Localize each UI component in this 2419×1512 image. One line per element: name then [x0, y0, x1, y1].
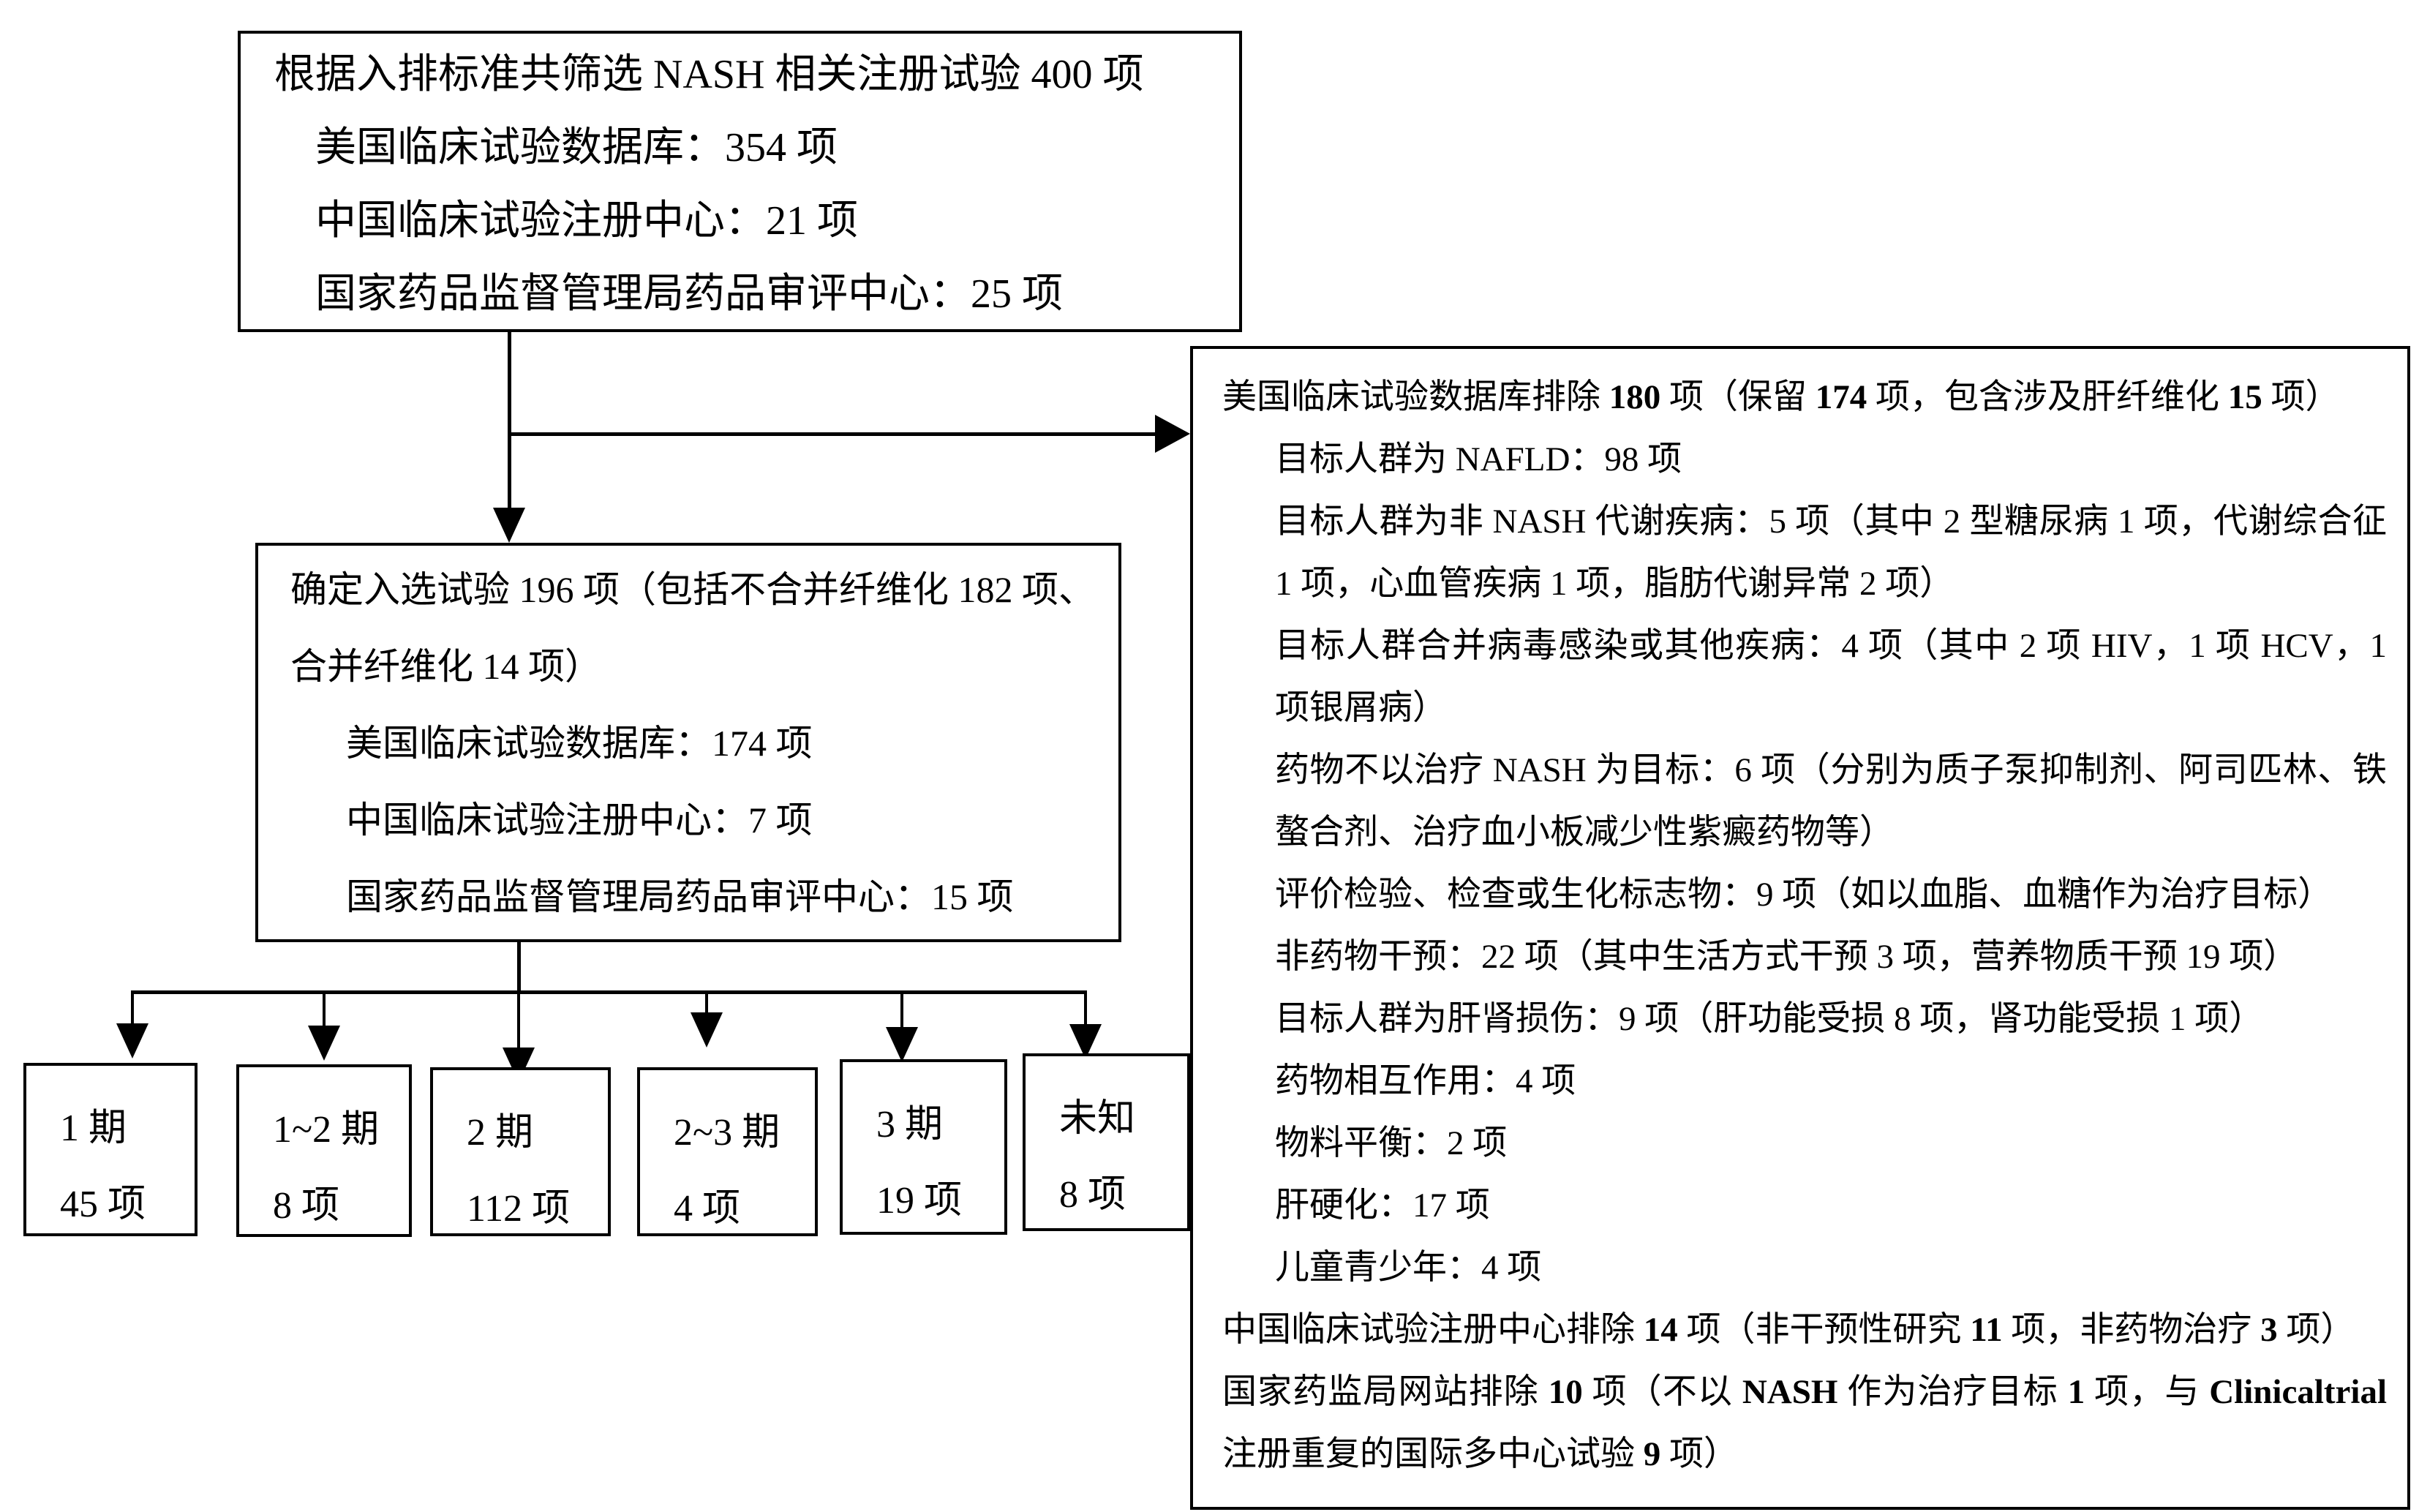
phase-drop-stem-2	[323, 992, 326, 1026]
phase-count: 4 项	[674, 1188, 741, 1230]
phase-box-4: 2~3 期 4 项	[637, 1067, 818, 1236]
phase-count: 45 项	[60, 1184, 146, 1225]
phase-drop-arrowhead-5	[886, 1027, 918, 1062]
phase-drop-arrowhead-2	[308, 1026, 340, 1061]
source-count-line: 国家药品监督管理局药品审评中心：25 项	[315, 271, 1063, 317]
exclusion-line: 国家药监局网站排除 10 项（不以 NASH 作为治疗目标 1 项，与 Clin…	[1222, 1373, 2388, 1473]
phase-drop-arrowhead-1	[116, 1023, 148, 1058]
selected-title-line: 合并纤维化 14 项）	[290, 646, 601, 687]
exclusion-line: 目标人群为肝肾损伤：9 项（肝功能受损 8 项，肾功能受损 1 项）	[1275, 1000, 2264, 1038]
exclusion-line: 儿童青少年：4 项	[1275, 1249, 1542, 1287]
screening-total-title: 根据入排标准共筛选 NASH 相关注册试验 400 项	[274, 52, 1144, 97]
phase-box-2: 1~2 期 8 项	[236, 1064, 412, 1237]
exclusion-line: 目标人群为非 NASH 代谢疾病：5 项（其中 2 型糖尿病 1 项，代谢综合征…	[1275, 503, 2387, 603]
screening-total-sources: 美国临床试验数据库：354 项中国临床试验注册中心：21 项国家药品监督管理局药…	[274, 111, 1222, 331]
exclusion-line: 物料平衡：2 项	[1275, 1124, 1508, 1162]
phase-box-1: 1 期 45 项	[23, 1063, 197, 1236]
selected-trials-title: 确定入选试验 196 项（包括不合并纤维化 182 项、合并纤维化 14 项）	[290, 552, 1101, 705]
exclusion-box: 美国临床试验数据库排除 180 项（保留 174 项，包含涉及肝纤维化 15 项…	[1190, 346, 2410, 1510]
phase-label: 3 期	[876, 1104, 944, 1146]
source-count-line: 中国临床试验注册中心：21 项	[315, 198, 858, 244]
phase-box-6: 未知 8 项	[1023, 1053, 1190, 1231]
phase-drop-stem-5	[900, 992, 903, 1027]
selected-title-line: 确定入选试验 196 项（包括不合并纤维化 182 项、	[290, 569, 1095, 610]
phase-label: 未知	[1059, 1098, 1136, 1140]
phase-label: 1~2 期	[273, 1109, 380, 1151]
exclusion-line: 肝硬化：17 项	[1275, 1186, 1490, 1225]
arrowhead-right-to-exclusions	[1155, 415, 1190, 453]
phase-label: 1 期	[60, 1107, 127, 1149]
arrowhead-down-to-selected	[493, 508, 525, 543]
source-count-line: 美国临床试验数据库：174 项	[346, 723, 813, 764]
selected-trials-box: 确定入选试验 196 项（包括不合并纤维化 182 项、合并纤维化 14 项） …	[255, 543, 1121, 942]
phase-box-5: 3 期 19 项	[840, 1059, 1007, 1235]
phase-drop-stem-6	[1084, 992, 1087, 1024]
exclusion-line: 非药物干预：22 项（其中生活方式干预 3 项，营养物质干预 19 项）	[1275, 938, 2298, 976]
connector-stem-selected	[517, 942, 521, 992]
exclusion-line: 评价检验、检查或生化标志物：9 项（如以血脂、血糖作为治疗目标）	[1275, 876, 2333, 914]
connector-branch-to-exclusions	[508, 432, 1155, 436]
phase-label: 2~3 期	[674, 1112, 780, 1154]
phase-count: 112 项	[467, 1188, 571, 1230]
exclusion-line: 药物相互作用：4 项	[1275, 1062, 1576, 1100]
phase-count: 8 项	[273, 1185, 340, 1227]
phase-label: 2 期	[467, 1112, 534, 1154]
connector-distribution-line	[131, 990, 1087, 994]
phase-drop-stem-4	[705, 992, 708, 1012]
exclusion-line: 目标人群合并病毒感染或其他疾病：4 项（其中 2 项 HIV，1 项 HCV，1…	[1275, 627, 2387, 727]
phase-box-3: 2 期 112 项	[430, 1067, 611, 1236]
selected-trials-sources: 美国临床试验数据库：174 项中国临床试验注册中心：7 项国家药品监督管理局药品…	[290, 705, 1101, 936]
exclusion-line: 药物不以治疗 NASH 为目标：6 项（分别为质子泵抑制剂、阿司匹林、铁螯合剂、…	[1275, 751, 2387, 851]
phase-drop-stem-1	[131, 992, 134, 1023]
exclusion-line: 中国临床试验注册中心排除 14 项（非干预性研究 11 项，非药物治疗 3 项）	[1222, 1311, 2355, 1349]
phase-drop-arrowhead-4	[691, 1012, 723, 1048]
source-count-line: 中国临床试验注册中心：7 项	[346, 800, 813, 840]
source-count-line: 美国临床试验数据库：354 项	[315, 125, 838, 170]
connector-stem-top	[508, 332, 511, 509]
phase-count: 8 项	[1059, 1174, 1126, 1216]
phase-count: 19 项	[876, 1180, 963, 1222]
phase-drop-stem-3	[517, 992, 520, 1048]
exclusion-line: 美国临床试验数据库排除 180 项（保留 174 项，包含涉及肝纤维化 15 项…	[1222, 378, 2340, 416]
source-count-line: 国家药品监督管理局药品审评中心：15 项	[346, 876, 1014, 917]
exclusion-line: 目标人群为 NAFLD：98 项	[1275, 440, 1682, 478]
screening-total-box: 根据入排标准共筛选 NASH 相关注册试验 400 项 美国临床试验数据库：35…	[238, 31, 1242, 332]
